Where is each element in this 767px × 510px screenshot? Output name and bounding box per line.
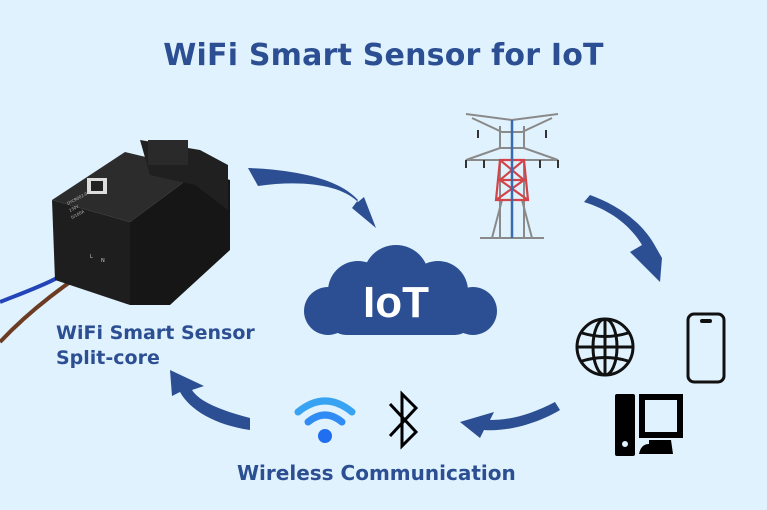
bluetooth-icon	[388, 390, 419, 450]
flow-arrow-icon	[248, 168, 376, 228]
sensor-label-line2: Split-core	[56, 347, 160, 369]
svg-text:N: N	[101, 258, 105, 264]
svg-text:L: L	[90, 254, 93, 260]
flow-arrow-icon	[584, 195, 662, 282]
svg-text:0/100A: 0/100A	[70, 209, 85, 220]
flow-arrow-icon	[170, 370, 250, 430]
iot-cloud-icon	[304, 245, 497, 335]
sensor-label: WiFi Smart Sensor Split-core	[56, 321, 255, 371]
wireless-label: Wireless Communication	[237, 461, 516, 485]
sensor-label-line1: WiFi Smart Sensor	[56, 322, 255, 344]
svg-text:230V: 230V	[68, 203, 80, 212]
flow-arrow-icon	[460, 402, 560, 438]
page-title: WiFi Smart Sensor for IoT	[163, 38, 604, 73]
globe-icon	[575, 317, 635, 377]
cloud-label: IoT	[363, 278, 429, 327]
sensor-device-image: DYCR002-01 230V 0/100A L N	[0, 140, 230, 344]
smartphone-icon	[686, 312, 726, 384]
power-tower-icon	[465, 113, 559, 239]
desktop-computer-icon	[615, 394, 683, 456]
wifi-icon	[294, 397, 356, 443]
